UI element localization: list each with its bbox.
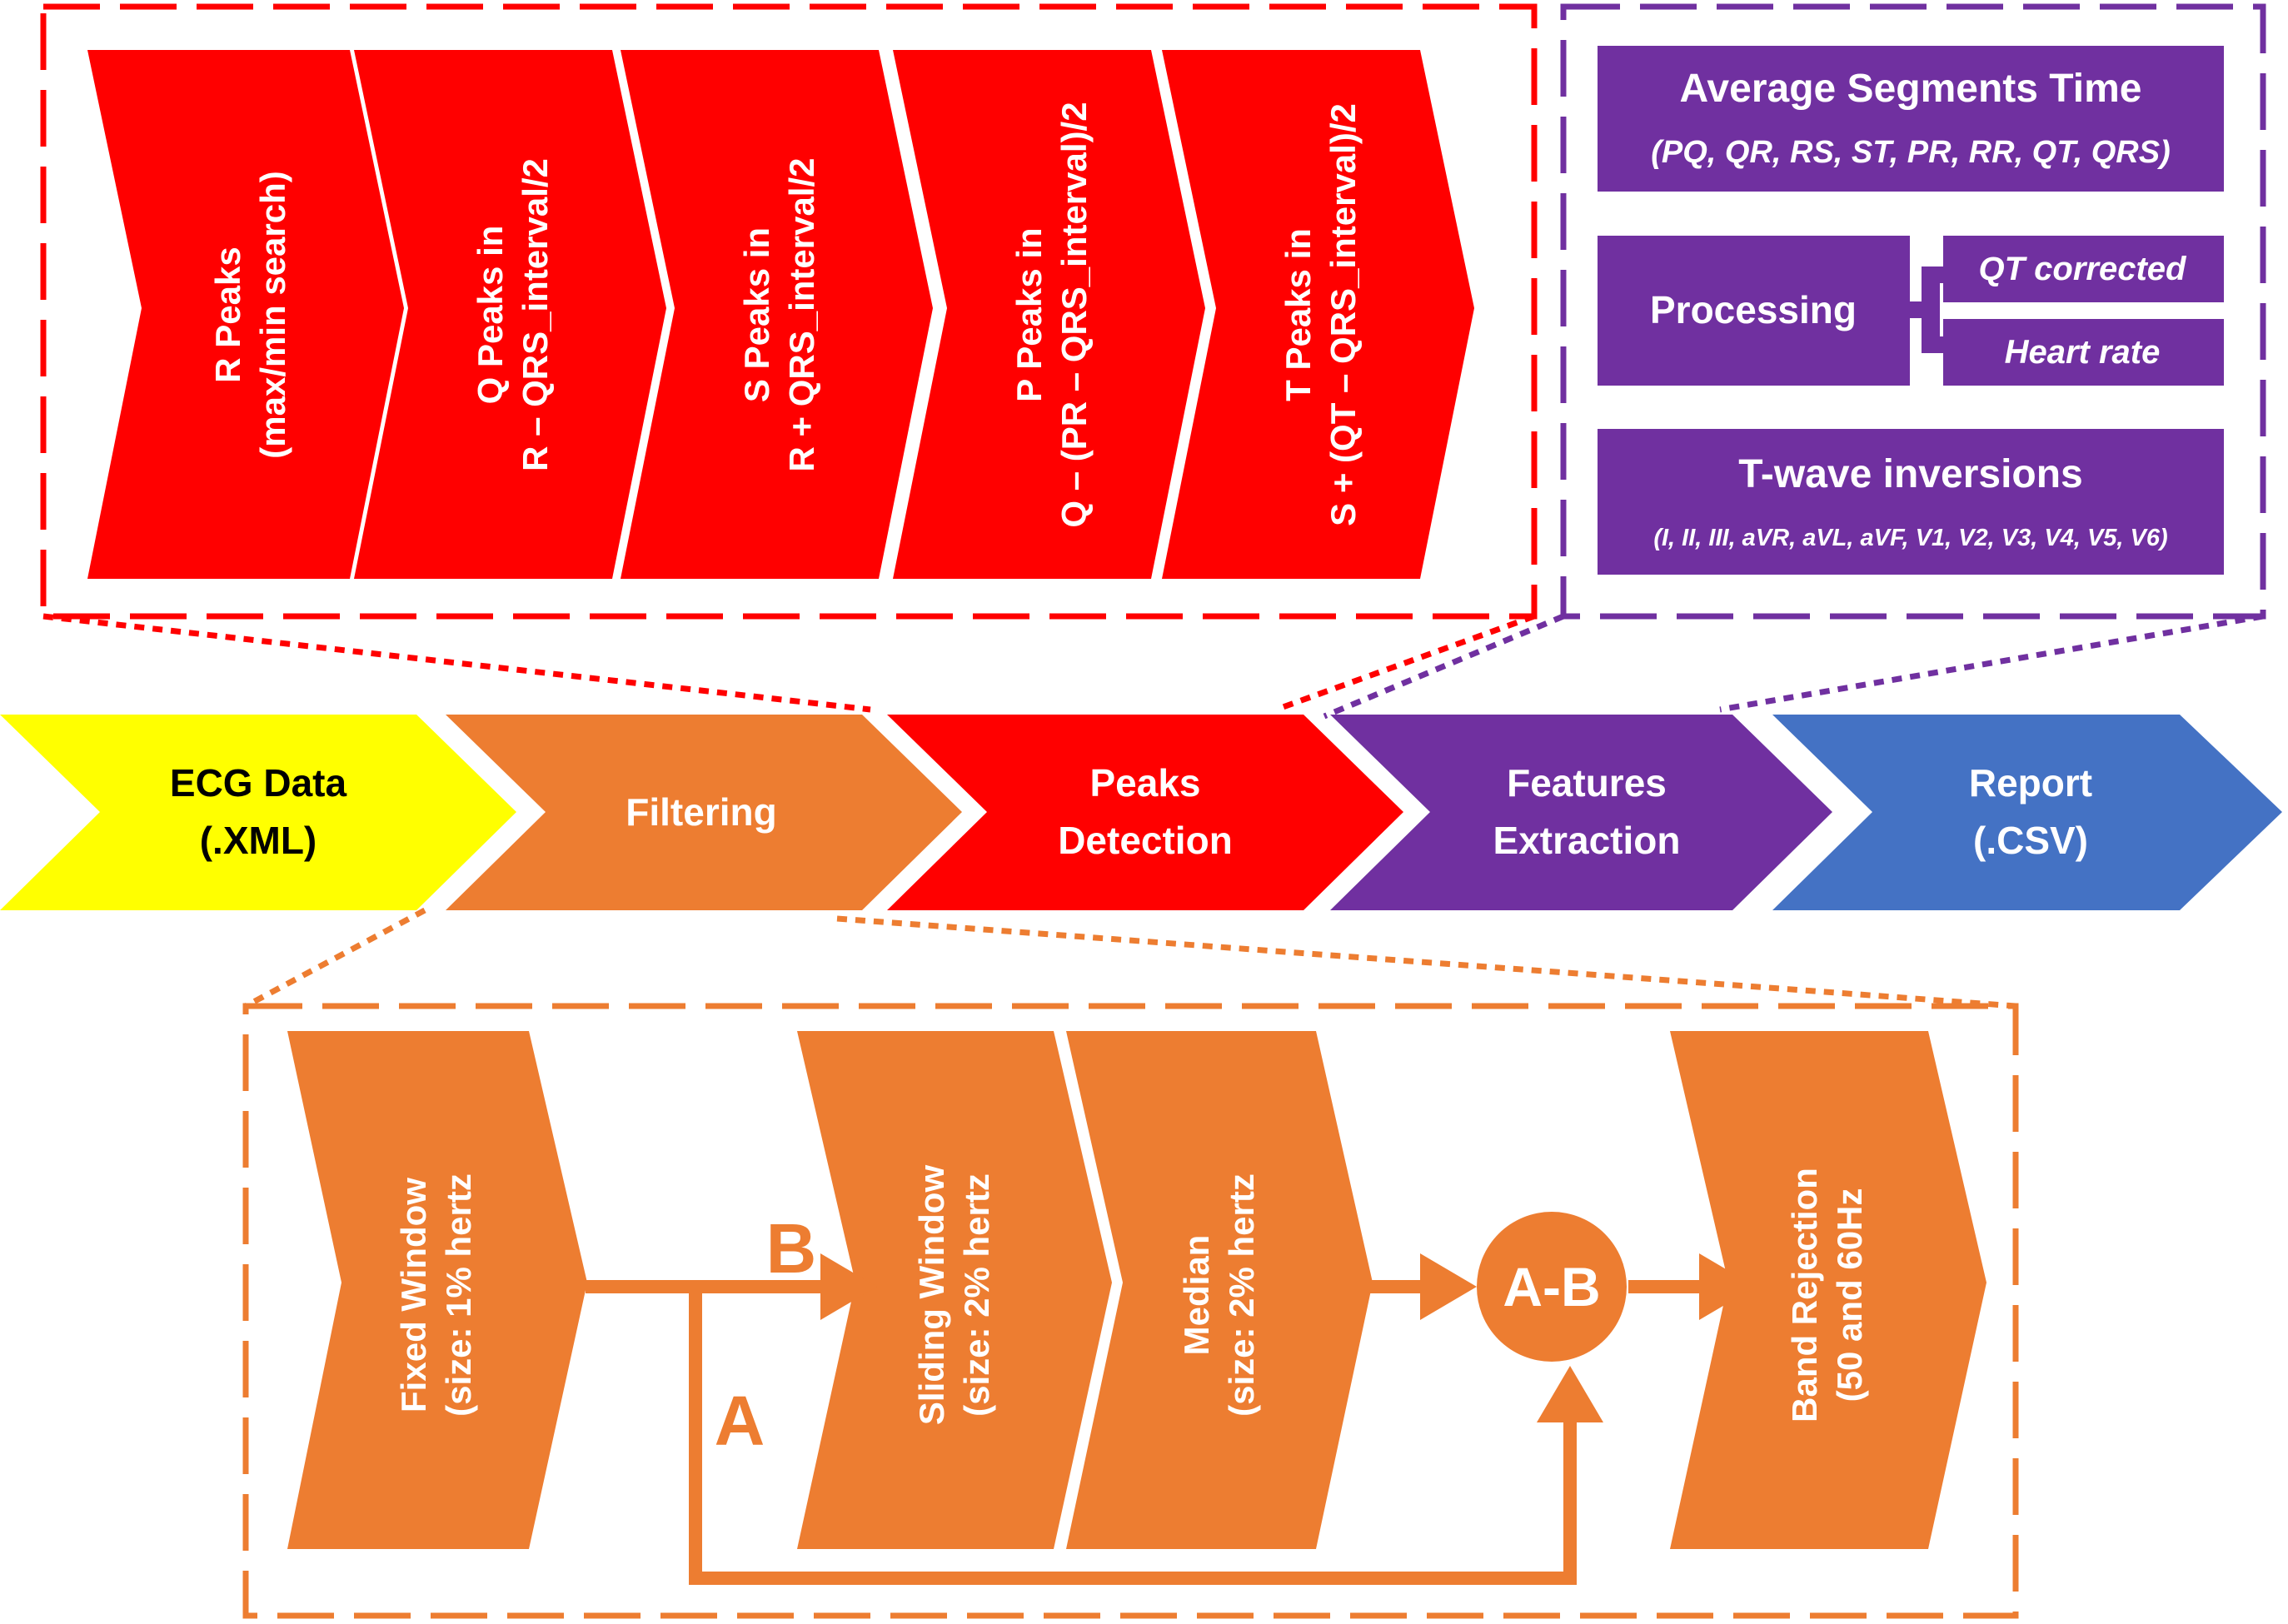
features-extraction-panel	[1560, 3, 2266, 620]
filter-step-sliding-window: Sliding Window (size: 2% hertz	[797, 1031, 1112, 1549]
processing-bracket	[1922, 267, 1940, 353]
qt-corrected-label: QT corrected	[1979, 251, 2188, 287]
main-step-report-line1: Report	[1969, 761, 2092, 805]
heart-rate-label: Heart rate	[2005, 334, 2161, 371]
peaks-step-t: T Peaks in S + (QT – QRS_interval)/2	[1162, 50, 1474, 579]
peaks-step-r-line2: (max/min search)	[253, 171, 292, 458]
main-step-features-extraction-line1: Features	[1507, 761, 1667, 805]
average-segments-list: (PQ, QR, RS, ST, PR, RR, QT, QRS)	[1651, 135, 2171, 170]
arrow-a-path	[689, 1287, 1577, 1585]
processing-box	[1598, 236, 1910, 386]
main-step-ecg-data-line1: ECG Data	[170, 761, 347, 805]
main-step-ecg-data-line2: (.XML)	[200, 819, 317, 862]
peaks-step-r-line1: R Peaks	[208, 247, 247, 382]
twave-inversions-box: T-wave inversions (I, II, III, aVR, aVL,…	[1598, 429, 2224, 575]
filter-step-median: Median (size: 2% hertz	[1066, 1031, 1373, 1549]
peaks-step-t-line2: S + (QT – QRS_interval)/2	[1323, 103, 1363, 526]
peaks-step-r: R Peaks (max/min search)	[87, 50, 404, 579]
peaks-connector-left	[42, 613, 871, 713]
peaks-step-q-line2: R – QRS_interval/2	[516, 158, 555, 471]
processing-group: Processing QT corrected Heart rate	[1598, 236, 2224, 386]
peaks-step-q: Q Peaks in R – QRS_interval/2	[354, 50, 666, 579]
filter-step-sliding-window-line1: Sliding Window	[912, 1165, 951, 1426]
features-connector-left	[1323, 613, 1565, 720]
main-step-features-extraction: Features Extraction	[1330, 715, 1832, 910]
peaks-step-s-line2: R + QRS_interval/2	[782, 158, 821, 472]
peaks-step-s: S Peaks in R + QRS_interval/2	[621, 50, 933, 579]
processing-label: Processing	[1650, 288, 1857, 331]
main-step-peaks-detection: Peaks Detection	[887, 715, 1403, 910]
subtract-node-label: A-B	[1503, 1256, 1600, 1318]
peaks-step-p: P Peaks in Q – (PR – QRS_interval)/2	[893, 50, 1205, 579]
filter-step-fixed-window-line1: Fixed Window	[394, 1178, 433, 1412]
peaks-step-s-line1: S Peaks in	[737, 227, 776, 402]
peaks-step-p-line2: Q – (PR – QRS_interval)/2	[1054, 102, 1094, 527]
main-step-features-extraction-line2: Extraction	[1493, 819, 1681, 862]
main-step-filtering: Filtering	[446, 715, 962, 910]
filtering-connector-left	[244, 907, 426, 1009]
filtering-panel	[242, 1003, 2019, 1619]
filter-step-band-rejection-line1: Band Rejection	[1785, 1168, 1824, 1422]
filter-step-band-rejection-line2: (50 and 60Hz	[1830, 1188, 1869, 1402]
filtering-connector-right	[836, 915, 2016, 1009]
arrow-median-head	[1420, 1253, 1477, 1320]
filter-step-sliding-window-line2: (size: 2% hertz	[957, 1173, 996, 1417]
filter-step-fixed-window-line2: (size: 1% hertz	[439, 1173, 478, 1417]
heart-rate-box	[1943, 319, 2224, 386]
arrow-b-head	[820, 1253, 877, 1320]
filter-arrows	[586, 1280, 1707, 1585]
main-step-report-line2: (.CSV)	[1973, 819, 2088, 862]
label-a: A	[715, 1382, 765, 1460]
main-step-ecg-data: ECG Data (.XML)	[0, 715, 516, 910]
filter-step-fixed-window: Fixed Window (size: 1% hertz	[287, 1031, 587, 1549]
average-segments-title: Average Segments Time	[1680, 67, 2142, 111]
twave-leads-list: (I, II, III, aVR, aVL, aVF, V1, V2, V3, …	[1653, 525, 2167, 551]
subtract-node	[1477, 1212, 1627, 1362]
qt-corrected-box	[1943, 236, 2224, 302]
average-segments-box: Average Segments Time (PQ, QR, RS, ST, P…	[1598, 46, 2224, 192]
arrow-result-head	[1699, 1253, 1756, 1320]
filter-step-median-line2: (size: 2% hertz	[1222, 1173, 1261, 1417]
peaks-connector-right	[1274, 613, 1536, 713]
filter-step-band-rejection: Band Rejection (50 and 60Hz	[1670, 1031, 1986, 1549]
peaks-step-q-line1: Q Peaks in	[471, 226, 510, 405]
main-step-filtering-line1: Filtering	[626, 790, 776, 834]
filter-step-median-line1: Median	[1177, 1235, 1216, 1356]
peaks-detection-panel	[40, 3, 1538, 620]
peaks-step-t-line1: T Peaks in	[1279, 228, 1318, 401]
arrow-a-head	[1537, 1366, 1603, 1422]
main-step-peaks-detection-line1: Peaks	[1089, 761, 1200, 805]
features-connector-right	[1719, 613, 2264, 713]
main-step-report: Report (.CSV)	[1772, 715, 2282, 910]
main-step-peaks-detection-line2: Detection	[1058, 819, 1233, 862]
twave-inversions-title: T-wave inversions	[1738, 452, 2083, 496]
peaks-step-p-line1: P Peaks in	[1009, 227, 1049, 401]
label-b: B	[766, 1209, 817, 1288]
